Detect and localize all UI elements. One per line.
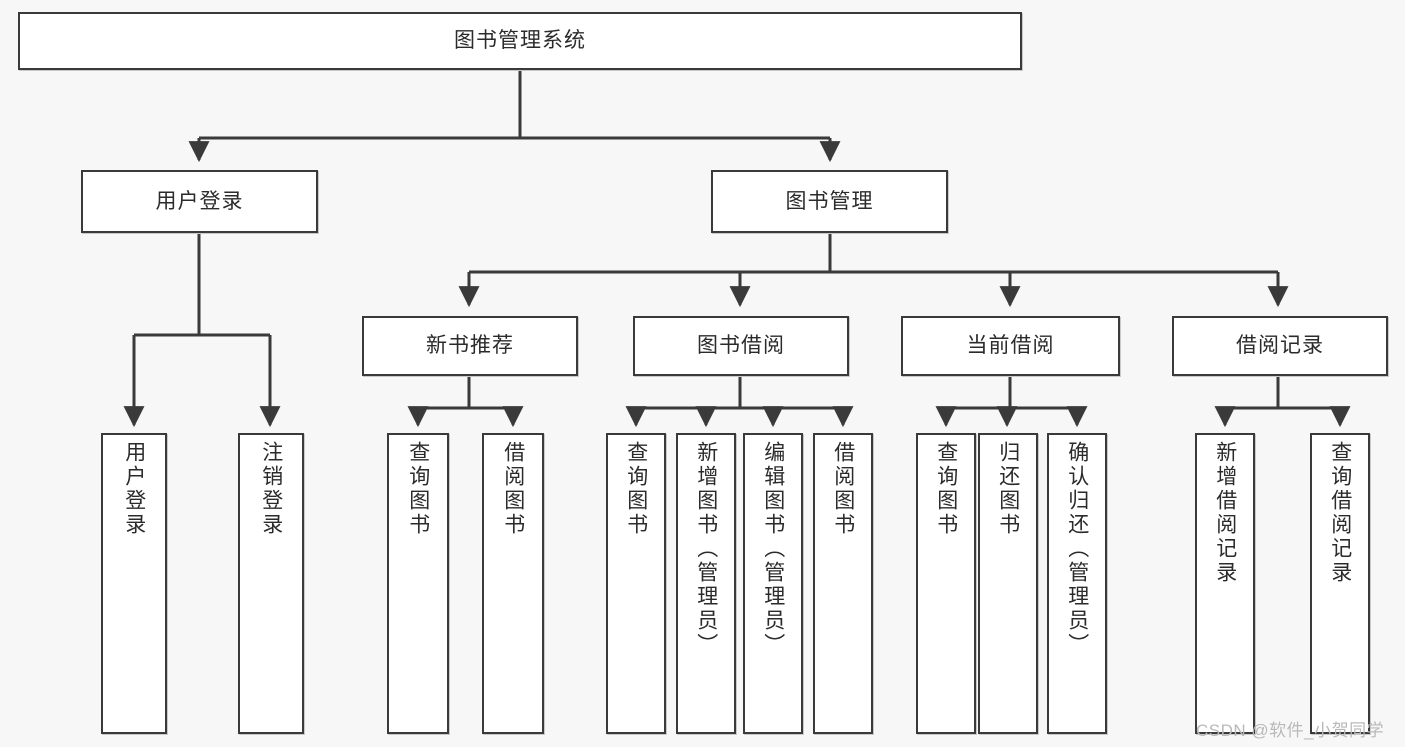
leaf-borrow-book-2[interactable]: 借阅图书 [813, 433, 873, 734]
leaf-query-record-label: 查询借阅记录 [1328, 441, 1352, 585]
leaf-query-book-3[interactable]: 查询图书 [916, 433, 976, 734]
leaf-add-book-label: 新增图书（管理员） [694, 441, 718, 657]
leaf-user-login-label: 用户登录 [122, 441, 146, 537]
node-book-management-label: 图书管理 [785, 189, 874, 213]
leaf-add-record[interactable]: 新增借阅记录 [1195, 433, 1255, 734]
node-book-management[interactable]: 图书管理 [711, 170, 948, 233]
leaf-query-record[interactable]: 查询借阅记录 [1310, 433, 1370, 734]
watermark: CSDN @软件_小贺同学 [1196, 721, 1385, 740]
node-root-label: 图书管理系统 [454, 29, 586, 53]
node-user-login[interactable]: 用户登录 [81, 170, 318, 233]
leaf-query-book-1[interactable]: 查询图书 [387, 433, 449, 734]
leaf-borrow-book-1-label: 借阅图书 [501, 441, 525, 537]
leaf-user-logout[interactable]: 注销登录 [238, 433, 304, 734]
node-user-login-label: 用户登录 [155, 189, 244, 213]
leaf-user-login[interactable]: 用户登录 [101, 433, 167, 734]
leaf-query-book-2[interactable]: 查询图书 [606, 433, 666, 734]
node-current-borrow-label: 当前借阅 [966, 334, 1055, 358]
node-current-borrow[interactable]: 当前借阅 [901, 316, 1120, 376]
leaf-edit-book-label: 编辑图书（管理员） [761, 441, 785, 657]
node-new-book-recommend-label: 新书推荐 [426, 334, 514, 358]
leaf-return-book[interactable]: 归还图书 [978, 433, 1038, 734]
leaf-query-book-1-label: 查询图书 [406, 441, 430, 537]
leaf-return-book-label: 归还图书 [996, 441, 1020, 537]
leaf-add-book[interactable]: 新增图书（管理员） [676, 433, 736, 734]
leaf-user-logout-label: 注销登录 [259, 441, 283, 537]
leaf-edit-book[interactable]: 编辑图书（管理员） [743, 433, 803, 734]
node-book-borrow[interactable]: 图书借阅 [633, 316, 849, 376]
leaf-borrow-book-1[interactable]: 借阅图书 [482, 433, 544, 734]
node-new-book-recommend[interactable]: 新书推荐 [362, 316, 578, 376]
leaf-query-book-3-label: 查询图书 [934, 441, 958, 537]
leaf-add-record-label: 新增借阅记录 [1213, 441, 1237, 585]
leaf-borrow-book-2-label: 借阅图书 [831, 441, 855, 537]
leaf-query-book-2-label: 查询图书 [624, 441, 648, 537]
node-borrow-record[interactable]: 借阅记录 [1172, 316, 1388, 376]
leaf-confirm-return-label: 确认归还（管理员） [1065, 441, 1089, 657]
leaf-confirm-return[interactable]: 确认归还（管理员） [1047, 433, 1107, 734]
node-borrow-record-label: 借阅记录 [1236, 334, 1324, 358]
node-book-borrow-label: 图书借阅 [697, 334, 785, 358]
node-root[interactable]: 图书管理系统 [18, 12, 1022, 70]
